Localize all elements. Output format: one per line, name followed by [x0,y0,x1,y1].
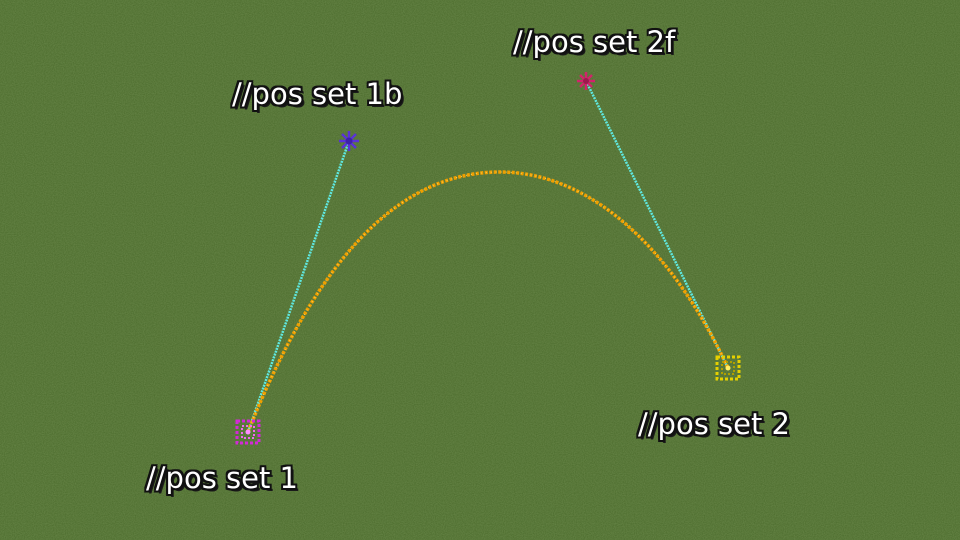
label-pos-set-1: //pos set 1 [146,461,299,495]
bezier-curve [246,170,730,433]
label-pos-set-2f: //pos set 2f [513,25,676,59]
marker-pos2f-icon[interactable] [577,72,595,90]
label-pos-set-2: //pos set 2 [638,407,791,441]
handle-line-end [584,80,730,369]
marker-pos1-icon[interactable] [235,419,261,445]
handle-line-start [246,140,351,433]
marker-pos2-icon[interactable] [715,355,741,381]
label-pos-set-1b: //pos set 1b [232,77,403,111]
marker-pos1b-icon[interactable] [339,131,359,151]
